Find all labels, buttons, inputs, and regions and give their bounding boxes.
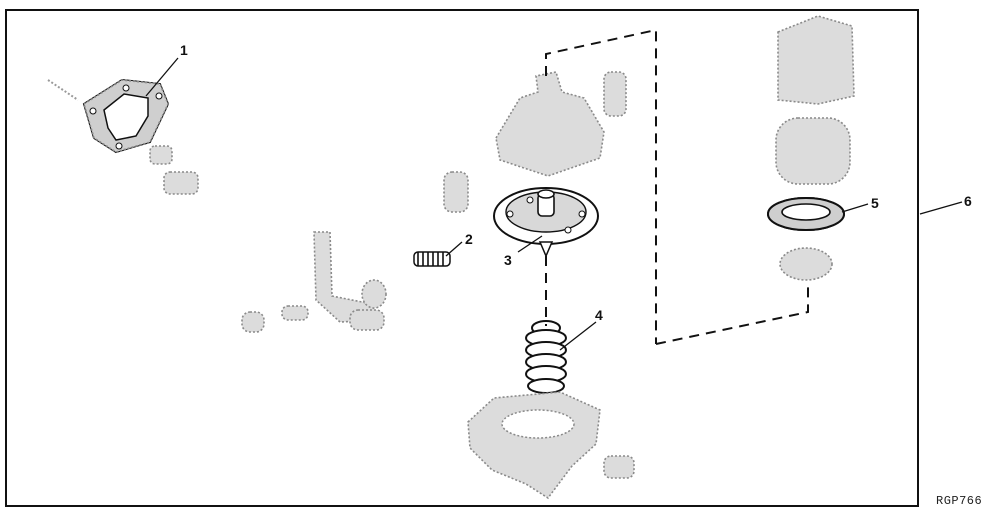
part-1-gasket <box>82 78 170 154</box>
ghost-linkage <box>241 171 469 333</box>
part-4-large-spring <box>525 320 567 394</box>
part-2-spring <box>413 251 451 267</box>
figure-reference-code: RGP766 <box>936 494 983 508</box>
ghost-valve-parts <box>775 15 855 281</box>
ghost-nut-2 <box>163 171 199 195</box>
leader-5 <box>841 203 869 213</box>
diagram-border <box>5 9 919 507</box>
callout-1: 1 <box>180 42 188 58</box>
assembly-dashed-lines <box>545 28 809 345</box>
callout-3: 3 <box>504 252 512 268</box>
ghost-lower-body <box>467 391 635 500</box>
callout-2: 2 <box>465 231 473 247</box>
callout-4: 4 <box>595 307 603 323</box>
leader-6 <box>919 201 963 215</box>
part-3-diaphragm <box>493 187 599 258</box>
ghost-screw-1 <box>47 79 79 101</box>
ghost-nut-1 <box>149 145 173 165</box>
leader-1 <box>145 57 179 97</box>
leader-2 <box>445 241 463 257</box>
callout-5: 5 <box>871 195 879 211</box>
ghost-top-cover <box>495 71 627 177</box>
part-5-seal-ring <box>767 197 845 231</box>
leader-3 <box>517 235 543 253</box>
leader-4 <box>559 321 597 351</box>
callout-6: 6 <box>964 193 972 209</box>
